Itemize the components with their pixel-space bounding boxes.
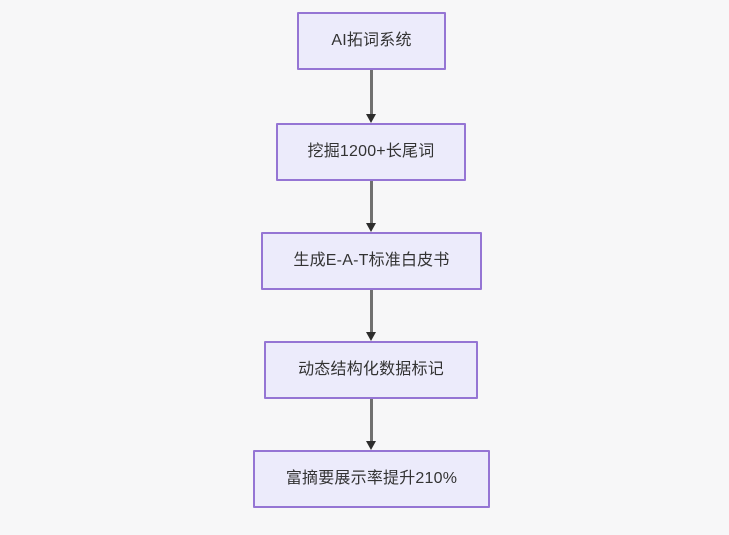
arrowhead-icon (366, 441, 376, 450)
connector-line (369, 181, 373, 224)
connector-arrow-2 (364, 181, 378, 232)
flow-node-label: 动态结构化数据标记 (298, 361, 444, 379)
flow-node-2[interactable]: 挖掘1200+长尾词 (276, 123, 466, 181)
arrowhead-icon (366, 114, 376, 123)
flow-node-label: AI拓词系统 (331, 32, 412, 50)
connector-arrow-4 (364, 399, 378, 450)
connector-arrow-1 (364, 70, 378, 123)
arrowhead-icon (366, 223, 376, 232)
flow-node-label: 富摘要展示率提升210% (285, 470, 458, 488)
arrowhead-icon (366, 332, 376, 341)
connector-arrow-3 (364, 290, 378, 341)
connector-line (369, 70, 373, 115)
flow-node-label: 生成E-A-T标准白皮书 (293, 252, 450, 270)
flow-node-4[interactable]: 动态结构化数据标记 (264, 341, 478, 399)
connector-line (369, 290, 373, 333)
flow-node-5[interactable]: 富摘要展示率提升210% (253, 450, 490, 508)
connector-line (369, 399, 373, 442)
flow-node-1[interactable]: AI拓词系统 (297, 12, 446, 70)
flow-node-3[interactable]: 生成E-A-T标准白皮书 (261, 232, 482, 290)
flow-node-label: 挖掘1200+长尾词 (307, 143, 435, 161)
